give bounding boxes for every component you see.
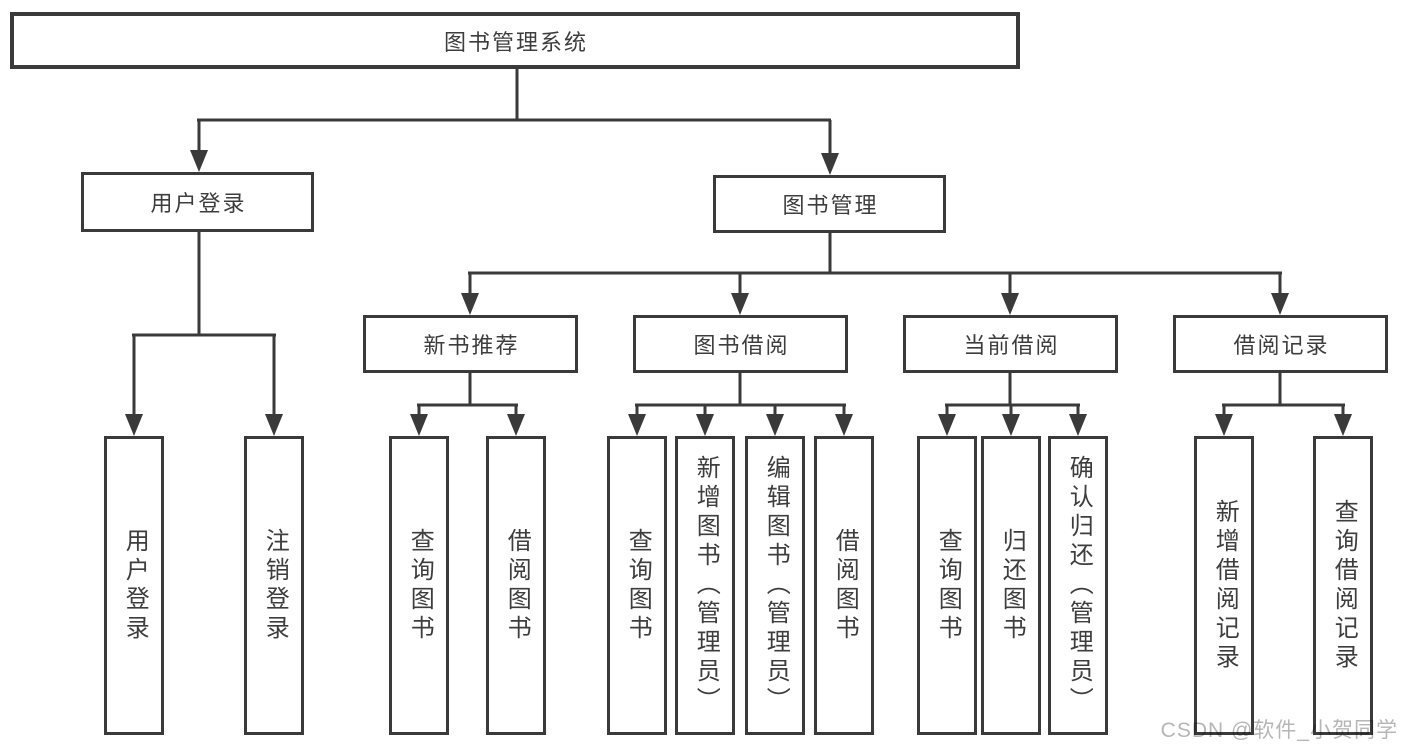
node-new-book-recommend: 新书推荐 (363, 315, 578, 373)
node-query-books-borrowing: 查询图书 (607, 436, 667, 735)
node-user-login: 用户登录 (81, 172, 314, 232)
node-current-borrowing: 当前借阅 (903, 315, 1118, 373)
node-query-borrow-record: 查询借阅记录 (1313, 436, 1373, 735)
node-return-books: 归还图书 (981, 436, 1041, 735)
node-edit-book-admin: 编辑图书（管理员） (745, 436, 805, 735)
node-borrow-books-recommend: 借阅图书 (486, 436, 546, 735)
node-borrow-books-borrowing: 借阅图书 (814, 436, 874, 735)
node-book-borrowing: 图书借阅 (633, 315, 848, 373)
node-user-login-leaf: 用户登录 (104, 436, 164, 735)
node-logout-leaf: 注销登录 (244, 436, 304, 735)
csdn-watermark: CSDN @软件_小贺同学 (1160, 719, 1398, 742)
node-book-management: 图书管理 (713, 175, 946, 233)
node-add-book-admin: 新增图书（管理员） (675, 436, 735, 735)
node-add-borrow-record: 新增借阅记录 (1194, 436, 1254, 735)
node-confirm-return-admin: 确认归还（管理员） (1048, 436, 1108, 735)
node-library-management-system: 图书管理系统 (10, 12, 1020, 69)
node-borrowing-records: 借阅记录 (1173, 315, 1388, 373)
node-query-books-recommend: 查询图书 (389, 436, 449, 735)
node-query-books-current: 查询图书 (917, 436, 977, 735)
